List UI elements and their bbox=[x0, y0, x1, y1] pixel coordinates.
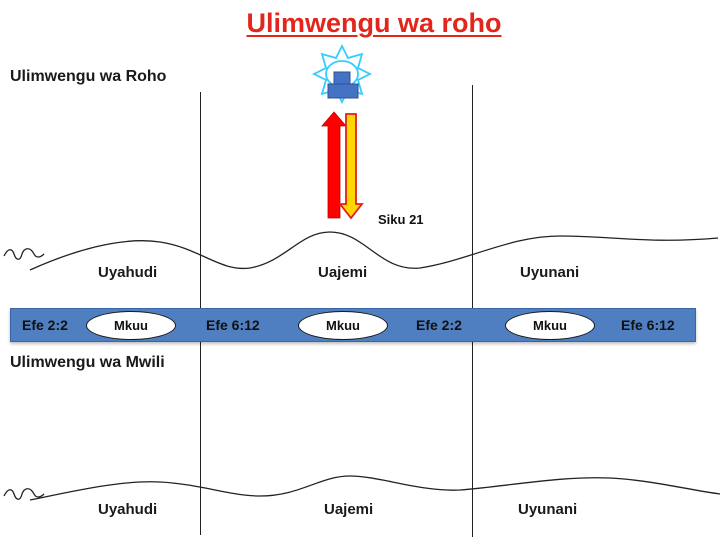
up-arrow bbox=[321, 111, 347, 219]
region-bottom-uajemi: Uajemi bbox=[324, 501, 374, 518]
mkuu-label-1: Mkuu bbox=[114, 318, 148, 333]
top-squiggle bbox=[3, 248, 45, 260]
mkuu-oval-3: Mkuu bbox=[505, 311, 595, 340]
region-bottom-uyunani: Uyunani bbox=[518, 501, 578, 518]
bar-ref-4: Efe 6:12 bbox=[621, 317, 675, 333]
bottom-wave-line bbox=[29, 475, 721, 501]
bar-ref-3: Efe 2:2 bbox=[416, 317, 462, 333]
region-top-uyahudi: Uyahudi bbox=[98, 264, 158, 281]
throne-icon bbox=[327, 71, 359, 99]
page-title: Ulimwengu wa roho bbox=[246, 8, 502, 38]
bottom-squiggle bbox=[3, 488, 45, 500]
region-bottom-uyahudi: Uyahudi bbox=[98, 501, 158, 518]
mkuu-oval-2: Mkuu bbox=[298, 311, 388, 340]
mkuu-label-3: Mkuu bbox=[533, 318, 567, 333]
bar-ref-2: Efe 6:12 bbox=[206, 317, 260, 333]
region-top-uajemi: Uajemi bbox=[318, 264, 368, 281]
top-wave-line bbox=[29, 231, 719, 271]
physical-world-label: Ulimwengu wa Mwili bbox=[10, 354, 165, 371]
down-arrow bbox=[338, 113, 364, 220]
region-top-uyunani: Uyunani bbox=[520, 264, 580, 281]
siku-label: Siku 21 bbox=[378, 212, 424, 227]
mkuu-oval-1: Mkuu bbox=[86, 311, 176, 340]
mkuu-label-2: Mkuu bbox=[326, 318, 360, 333]
bar-ref-1: Efe 2:2 bbox=[22, 317, 68, 333]
spirit-world-label: Ulimwengu wa Roho bbox=[10, 68, 167, 85]
